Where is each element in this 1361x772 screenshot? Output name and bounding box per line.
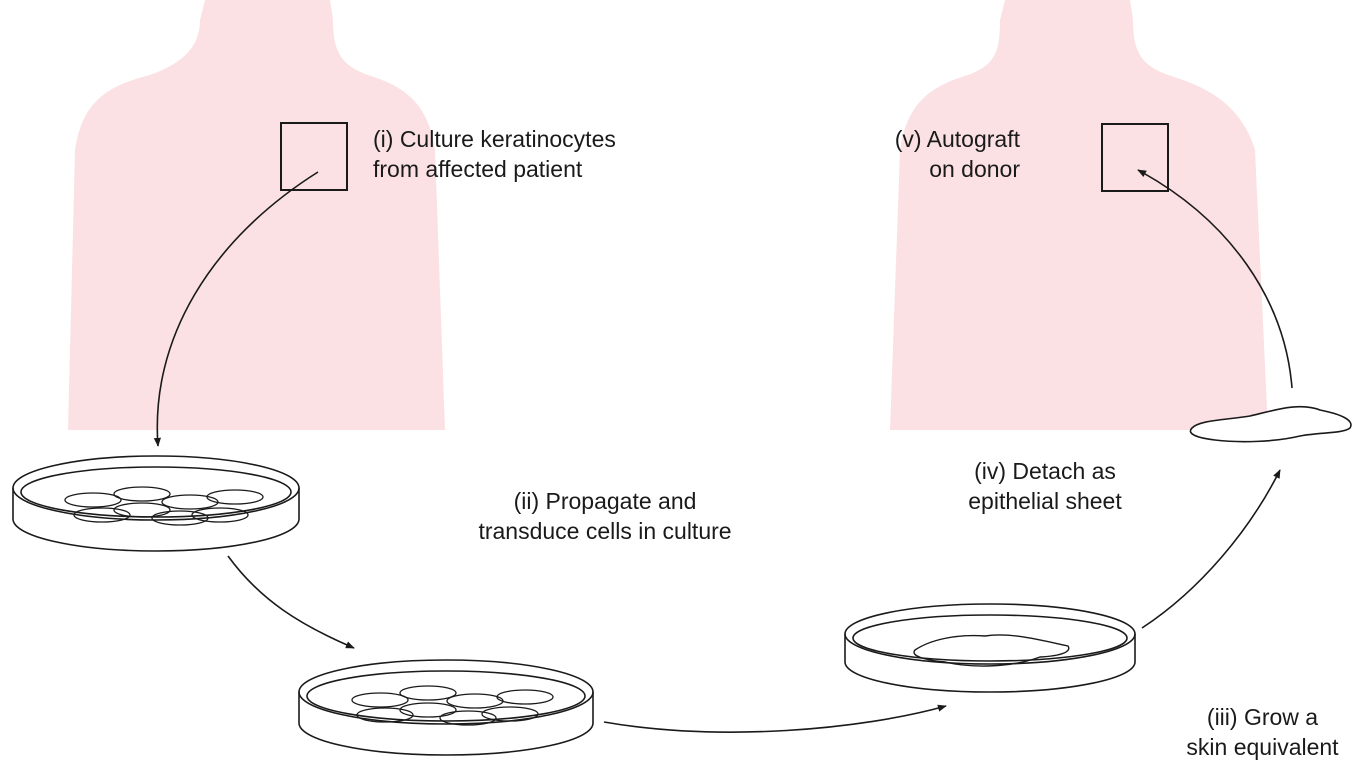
step-iv-line-2: epithelial sheet <box>940 486 1150 516</box>
step-iv-line-1: (iv) Detach as <box>940 456 1150 486</box>
step-v-line-1: (v) Autograft <box>850 124 1020 154</box>
step-iii-line-1: (iii) Grow a <box>1170 702 1355 732</box>
step-v-line-2: on donor <box>850 154 1020 184</box>
culture-dish-2 <box>299 660 593 755</box>
step-i-line-1: (i) Culture keratinocytes <box>373 124 616 154</box>
step-iii-line-2: skin equivalent <box>1170 732 1355 762</box>
step-ii-line-2: transduce cells in culture <box>455 516 755 546</box>
arrow-dish2-to-dish3 <box>604 706 946 732</box>
donor-silhouette-right <box>890 0 1268 430</box>
culture-dish-3 <box>845 604 1135 692</box>
arrow-dish3-to-sheet <box>1142 470 1280 628</box>
step-label-v: (v) Autograft on donor <box>850 124 1020 184</box>
step-label-iv: (iv) Detach as epithelial sheet <box>940 456 1150 516</box>
step-label-i: (i) Culture keratinocytes from affected … <box>373 124 616 184</box>
step-label-iii: (iii) Grow a skin equivalent <box>1170 702 1355 762</box>
arrow-dish1-to-dish2 <box>228 556 354 648</box>
patient-silhouette-left <box>68 0 445 430</box>
step-i-line-2: from affected patient <box>373 154 616 184</box>
step-label-ii: (ii) Propagate and transduce cells in cu… <box>455 486 755 546</box>
step-ii-line-1: (ii) Propagate and <box>455 486 755 516</box>
